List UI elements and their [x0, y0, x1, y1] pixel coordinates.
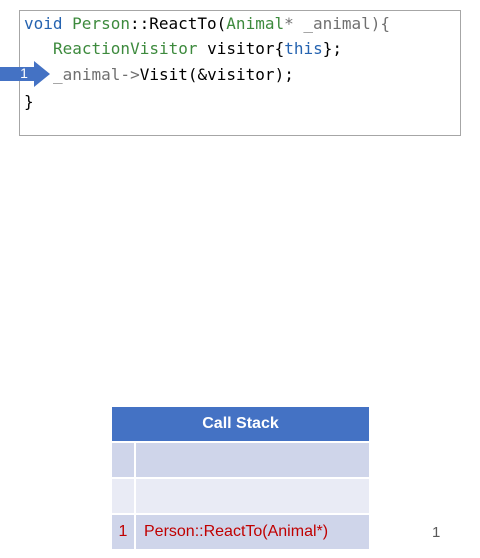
call-stack-row: [112, 479, 369, 513]
call-stack-table: Call Stack 1 Person::ReactTo(Animal*): [112, 407, 369, 549]
execution-pointer-arrow-icon: [0, 61, 50, 87]
code-panel: void Person::ReactTo(Animal* _animal){ R…: [19, 10, 461, 136]
code-line-4: }: [24, 89, 34, 115]
frame-number: [112, 443, 136, 477]
param-type: Animal: [226, 14, 285, 33]
frame-number: 1: [112, 515, 136, 549]
scope-method: ::ReactTo(: [129, 14, 227, 33]
frame-name: [136, 479, 369, 513]
frame-name: [136, 443, 369, 477]
execution-pointer-label: 1: [20, 65, 28, 81]
call-stack-title: Call Stack: [112, 407, 369, 441]
code-line-1: void Person::ReactTo(Animal* _animal){: [24, 11, 390, 37]
keyword-void: void: [24, 14, 73, 33]
visitor-var: visitor{: [197, 39, 285, 58]
closing-brace: }: [24, 92, 34, 111]
visit-call: Visit(&visitor);: [139, 65, 294, 84]
animal-object: _animal->: [53, 65, 140, 84]
class-name: Person: [72, 14, 130, 33]
keyword-this: this: [284, 39, 323, 58]
code-line-2: ReactionVisitor visitor{this};: [53, 36, 342, 62]
param-rest: * _animal){: [284, 14, 391, 33]
code-line-3: _animal->Visit(&visitor);: [53, 62, 294, 88]
frame-name: Person::ReactTo(Animal*): [144, 523, 329, 540]
line2-end: };: [322, 39, 342, 58]
frame-number: [112, 479, 136, 513]
call-stack-row: [112, 443, 369, 477]
page-number: 1: [432, 524, 441, 541]
call-stack-row: 1 Person::ReactTo(Animal*): [112, 515, 369, 549]
visitor-type: ReactionVisitor: [53, 39, 198, 58]
